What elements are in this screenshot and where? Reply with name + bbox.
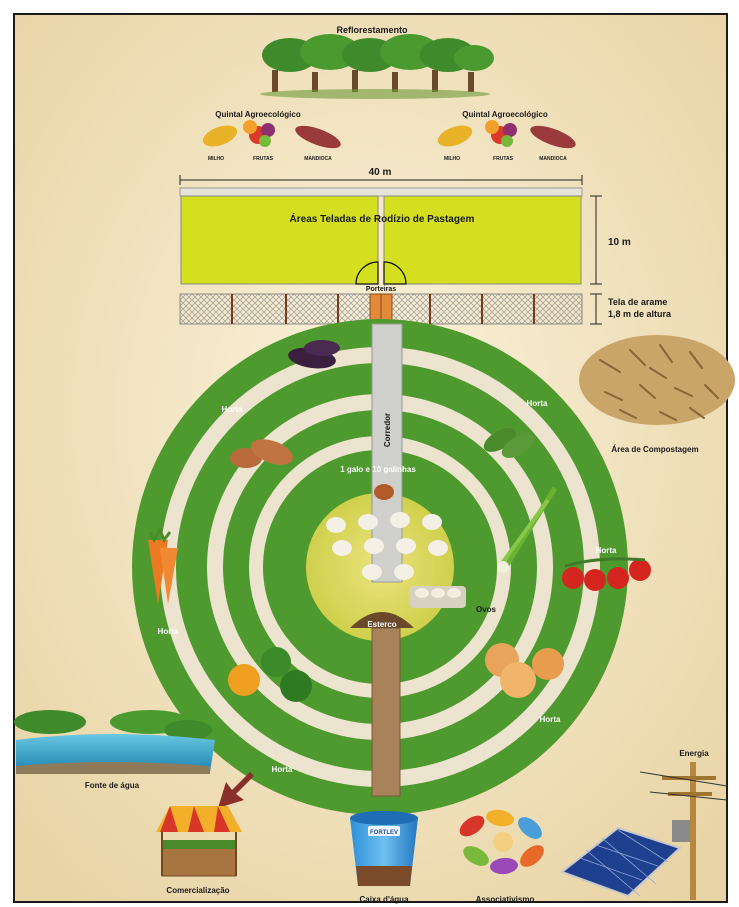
garden-label-top-left: Horta xyxy=(222,405,243,414)
gates-label: Porteiras xyxy=(366,286,396,293)
water-source-label: Fonte de água xyxy=(85,781,140,790)
pasture-label: Áreas Teladas de Rodízio de Pastagem xyxy=(290,212,475,225)
fruits-label-right: FRUTAS xyxy=(493,156,514,162)
market-stall xyxy=(156,806,242,876)
fence-label-line1: Tela de arame xyxy=(608,297,667,307)
corn-label-right: MILHO xyxy=(444,156,460,162)
garden-label-left: Horta xyxy=(158,627,179,636)
energy-label: Energia xyxy=(679,749,709,758)
width-label: 40 m xyxy=(369,167,392,178)
corn-label-left: MILHO xyxy=(208,156,224,162)
garden-label-bottom-left: Horta xyxy=(272,765,293,774)
backyard-left-label: Quintal Agroecológico xyxy=(215,110,301,119)
water-source-pond xyxy=(14,710,215,774)
eggs-label: Ovos xyxy=(476,605,497,614)
garden-label-bottom-right: Horta xyxy=(540,715,561,724)
garden-label-right: Horta xyxy=(596,546,617,555)
cassava-label-right: MANDIOCA xyxy=(539,156,567,162)
backyard-right-label: Quintal Agroecológico xyxy=(462,110,548,119)
chickens-label: 1 galo e 10 galinhas xyxy=(340,465,416,474)
water-tank-label: Caixa d'água xyxy=(359,895,409,904)
cassava-label-left: MANDIOCA xyxy=(304,156,332,162)
water-tank: FORTLEV xyxy=(350,811,418,886)
compost-pile xyxy=(579,335,735,425)
associativism-label: Associativismo xyxy=(476,895,535,904)
tank-brand-label: FORTLEV xyxy=(370,830,398,836)
reforestation-label: Reflorestamento xyxy=(336,25,408,35)
compost-label: Área de Compostagem xyxy=(611,445,698,454)
garden-label-top-right: Horta xyxy=(527,399,548,408)
manure-label: Esterco xyxy=(367,620,396,629)
marketing-label: Comercialização xyxy=(166,886,229,895)
corridor-label: Corredor xyxy=(383,413,392,447)
eggs-basket xyxy=(410,586,466,608)
fruits-label-left: FRUTAS xyxy=(253,156,274,162)
fence-label-line2: 1,8 m de altura xyxy=(608,309,672,319)
height-label: 10 m xyxy=(608,237,631,248)
